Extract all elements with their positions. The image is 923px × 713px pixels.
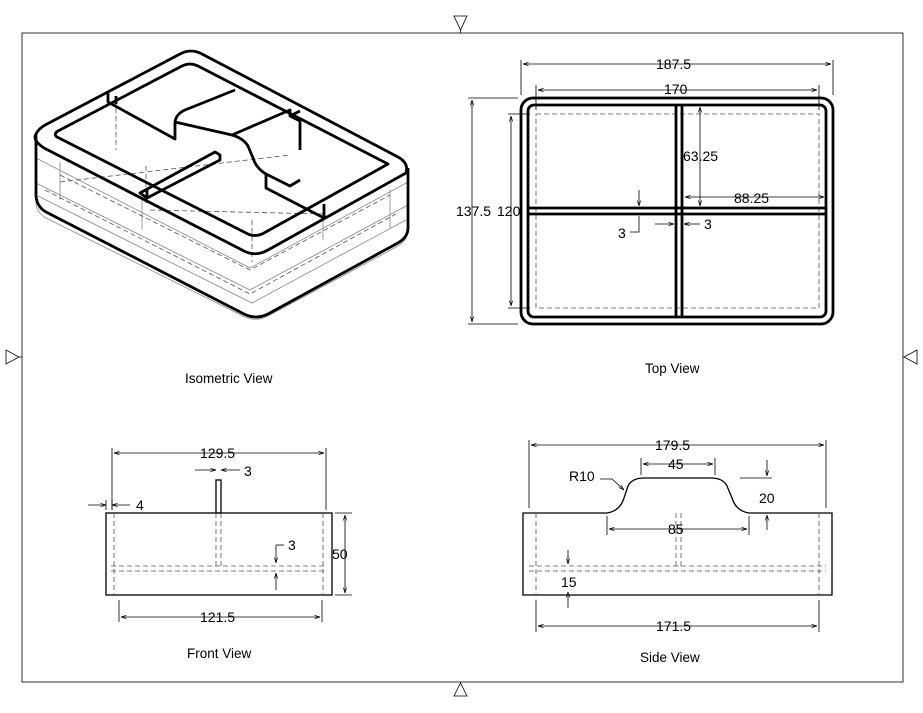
front-dim-floor: 3 — [288, 537, 296, 553]
top-dim-divider-right: 3 — [704, 216, 712, 232]
side-caption: Side View — [640, 650, 700, 665]
top-dim-cell-width: 88.25 — [734, 190, 769, 206]
drawing-border — [21, 32, 904, 683]
front-dim-divider: 3 — [244, 463, 252, 479]
top-view: 187.5 170 137.5 120 63.25 88.25 3 3 Top … — [456, 56, 835, 376]
top-outer-outline — [519, 96, 835, 326]
top-dim-divider-left: 3 — [618, 225, 626, 241]
side-dim-floor: 15 — [561, 574, 577, 590]
side-view: 179.5 R10 45 20 85 15 171.5 Side View — [522, 437, 833, 665]
isometric-view: Isometric View — [33, 49, 410, 386]
top-dim-cell-depth: 63.25 — [683, 148, 718, 164]
front-dim-width-bottom: 121.5 — [200, 609, 235, 625]
top-caption: Top View — [645, 361, 700, 376]
top-dim-inner-width: 170 — [664, 81, 688, 97]
front-divider-post — [215, 479, 222, 514]
iso-inner-rim — [53, 62, 390, 237]
side-dim-width-bottom: 171.5 — [656, 618, 691, 634]
iso-dividers — [106, 88, 326, 220]
front-dim-width-top: 129.5 — [200, 445, 235, 461]
side-dim-width-top: 179.5 — [655, 437, 690, 453]
front-caption: Front View — [187, 646, 252, 661]
side-outline — [522, 477, 833, 596]
side-dim-handle-base: 85 — [668, 521, 684, 537]
front-outline — [105, 512, 333, 596]
centering-marks — [5, 15, 918, 697]
iso-caption: Isometric View — [185, 371, 273, 386]
iso-outer-rim — [33, 49, 409, 256]
side-dim-handle-top: 45 — [668, 456, 684, 472]
side-dim-radius: R10 — [569, 468, 595, 484]
front-dim-height: 50 — [332, 546, 348, 562]
side-dim-handle-height: 20 — [759, 490, 775, 506]
top-dim-overall-width: 187.5 — [656, 56, 691, 72]
top-hidden-floor — [535, 113, 820, 309]
top-dim-inner-depth: 120 — [497, 203, 521, 219]
front-dim-wall: 4 — [136, 497, 144, 513]
top-dim-overall-depth: 137.5 — [456, 203, 491, 219]
front-view: 129.5 3 4 3 50 121.5 Front View — [88, 445, 352, 661]
